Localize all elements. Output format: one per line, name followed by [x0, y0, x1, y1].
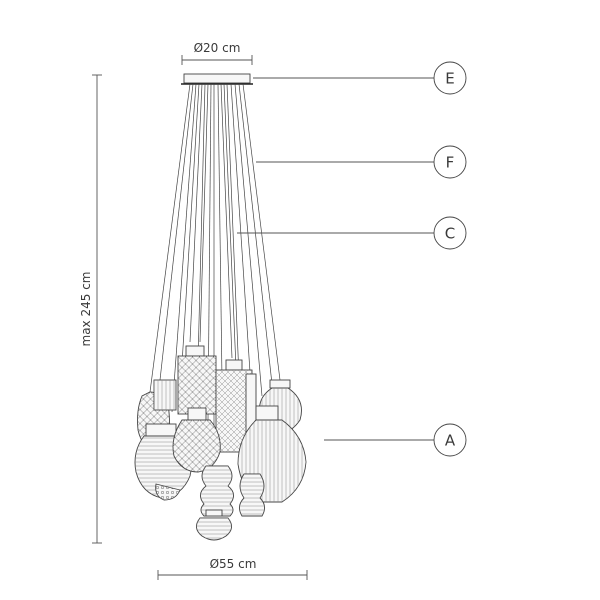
canopy	[181, 73, 253, 85]
height-dimension: max 245 cm	[79, 74, 102, 544]
callout-c-letter: C	[445, 225, 455, 243]
shade-tall-diamond	[177, 345, 217, 415]
spread-dimension: Ø55 cm	[157, 557, 308, 580]
callout-f: F	[256, 145, 467, 179]
shade-bottom-drop	[196, 509, 232, 541]
callout-c-circle	[433, 216, 467, 250]
shade-stacked-column	[200, 465, 234, 517]
shade-cluster	[134, 345, 307, 541]
shade-ribbed-cone	[237, 405, 307, 503]
callout-f-letter: F	[446, 154, 455, 172]
callout-e-circle	[433, 61, 467, 95]
shade-small-dotted	[155, 483, 181, 501]
callout-a-circle	[433, 423, 467, 457]
callout-e-letter: E	[445, 70, 454, 88]
shade-vertical-lines	[153, 379, 177, 411]
max-height-label: max 245 cm	[79, 272, 93, 347]
shade-diamond-rounded	[172, 407, 221, 473]
canopy-diameter-label: Ø20 cm	[194, 41, 241, 55]
callout-e: E	[253, 61, 467, 95]
canopy-dimension: Ø20 cm	[181, 41, 253, 65]
callout-c: C	[237, 216, 467, 250]
spread-diameter-label: Ø55 cm	[210, 557, 257, 571]
canopy-body	[183, 73, 251, 84]
callout-a: A	[324, 423, 467, 457]
shade-bell-column	[239, 473, 265, 517]
callout-f-circle	[433, 145, 467, 179]
callout-a-letter: A	[445, 432, 456, 450]
